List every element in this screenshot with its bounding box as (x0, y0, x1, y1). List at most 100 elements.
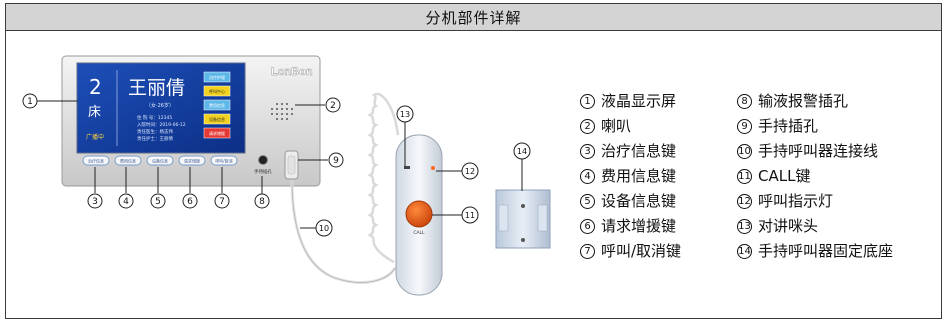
request-assist-button[interactable] (178, 155, 206, 166)
cost-info-button[interactable] (114, 155, 142, 166)
legend-number: 9 (737, 119, 752, 134)
call-cancel-button[interactable] (210, 155, 238, 166)
intercom-mic (404, 166, 410, 169)
screen-side-button[interactable] (203, 127, 231, 139)
patient-name: 王丽倩 (128, 77, 185, 99)
call-key[interactable] (405, 200, 433, 228)
screen-side-button-label: 治疗护理 (209, 74, 225, 80)
infusion-alarm-jack[interactable] (258, 155, 268, 165)
equipment-info-label: 设备信息 (152, 158, 168, 164)
callout-14: 14 (513, 142, 531, 160)
callout-13: 13 (396, 105, 414, 123)
svg-text:3: 3 (92, 197, 98, 207)
screen-side-button-label: 呼叫中心 (209, 88, 225, 94)
screen-side-button[interactable] (203, 85, 231, 97)
info-line: 住 院 号：12345 (137, 114, 172, 121)
svg-text:1: 1 (27, 97, 33, 107)
legend-item: 4 费用信息键 (580, 164, 681, 189)
legend-item: 11 CALL键 (737, 164, 893, 189)
info-line: 责任医生：杨志伟 (137, 128, 173, 135)
legend-label: 对讲咪头 (758, 217, 819, 235)
legend-label: 治疗信息键 (601, 142, 677, 160)
legend-item: 10 手持呼叫器连接线 (737, 139, 893, 164)
legend-label: 手持呼叫器固定底座 (758, 242, 894, 260)
handset-cable (290, 179, 397, 285)
legend-label: 手持插孔 (758, 117, 819, 135)
legend-label: 请求增援键 (601, 217, 677, 235)
callout-5: 5 (150, 193, 166, 209)
legend-label: 费用信息键 (601, 167, 677, 185)
screen-side-button[interactable] (203, 71, 231, 83)
cost-info-label: 费用信息 (120, 158, 136, 164)
callout-11: 11 (461, 206, 479, 224)
svg-text:13: 13 (400, 110, 410, 119)
legend-number: 3 (580, 144, 595, 159)
legend-right: 8 输液报警插孔 9 手持插孔 10 手持呼叫器连接线 11 CALL键 12 呼叫指示灯… (737, 89, 893, 264)
callout-7: 7 (214, 193, 230, 209)
legend-item: 13 对讲咪头 (737, 214, 893, 239)
legend-number: 8 (737, 94, 752, 109)
legend-label: 设备信息键 (601, 192, 677, 210)
screen-side-button[interactable] (203, 113, 231, 125)
screen-side-button-label: 请求增援 (209, 130, 225, 136)
legend-number: 6 (580, 219, 595, 234)
svg-text:2: 2 (330, 101, 336, 111)
legend-number: 13 (737, 219, 752, 234)
info-line: 入院时间：2019-06-12 (137, 121, 186, 128)
callout-4: 4 (118, 193, 134, 209)
callout-12: 12 (461, 162, 479, 180)
legend-number: 2 (580, 119, 595, 134)
call-indicator-led (431, 166, 435, 170)
legend-label: 液晶显示屏 (601, 92, 677, 110)
svg-text:12: 12 (465, 167, 475, 176)
legend-label: 输液报警插孔 (758, 92, 849, 110)
treatment-info-button[interactable] (82, 155, 110, 166)
bed-number: 2 (89, 75, 102, 99)
callout-8: 8 (254, 193, 270, 209)
legend-label: 喇叭 (601, 117, 632, 135)
call-cancel-label: 呼叫/取消 (215, 158, 232, 164)
svg-text:6: 6 (187, 197, 193, 207)
legend-number: 5 (580, 194, 595, 209)
legend-item: 8 输液报警插孔 (737, 89, 893, 114)
legend-item: 9 手持插孔 (737, 114, 893, 139)
legend-number: 4 (580, 169, 595, 184)
legend-label: 呼叫指示灯 (758, 192, 834, 210)
legend-item: 5 设备信息键 (580, 189, 681, 214)
brand-logo: LonBon (271, 66, 313, 78)
svg-text:5: 5 (155, 197, 161, 207)
svg-text:8: 8 (259, 197, 265, 207)
legend-number: 10 (737, 144, 752, 159)
legend-number: 7 (580, 244, 595, 259)
svg-text:7: 7 (219, 197, 225, 207)
treatment-info-label: 治疗信息 (88, 158, 104, 164)
svg-text:4: 4 (123, 197, 129, 207)
coiled-cord (367, 92, 400, 264)
callout-1: 1 (22, 93, 38, 109)
svg-text:9: 9 (333, 156, 339, 166)
legend-number: 11 (737, 169, 752, 184)
bed-word: 床 (88, 105, 101, 120)
patient-sub: （女·26岁） (146, 102, 174, 109)
legend-item: 2 喇叭 (580, 114, 681, 139)
callout-3: 3 (87, 193, 103, 209)
legend-label: 手持呼叫器连接线 (758, 142, 879, 160)
jack-label: 手持插孔 (254, 168, 272, 175)
equipment-info-button[interactable] (146, 155, 174, 166)
status-text: 广播中 (86, 133, 104, 141)
legend-number: 12 (737, 194, 752, 209)
screen-side-button-label: 费用信息 (209, 102, 225, 108)
screen-side-button[interactable] (203, 99, 231, 111)
callout-9: 9 (328, 152, 344, 168)
legend-label: CALL键 (758, 167, 811, 185)
svg-text:11: 11 (465, 211, 475, 220)
callout-2: 2 (325, 97, 341, 113)
legend-item: 6 请求增援键 (580, 214, 681, 239)
diagram-title: 分机部件详解 (6, 4, 941, 31)
request-assist-label: 请求增援 (184, 158, 200, 164)
